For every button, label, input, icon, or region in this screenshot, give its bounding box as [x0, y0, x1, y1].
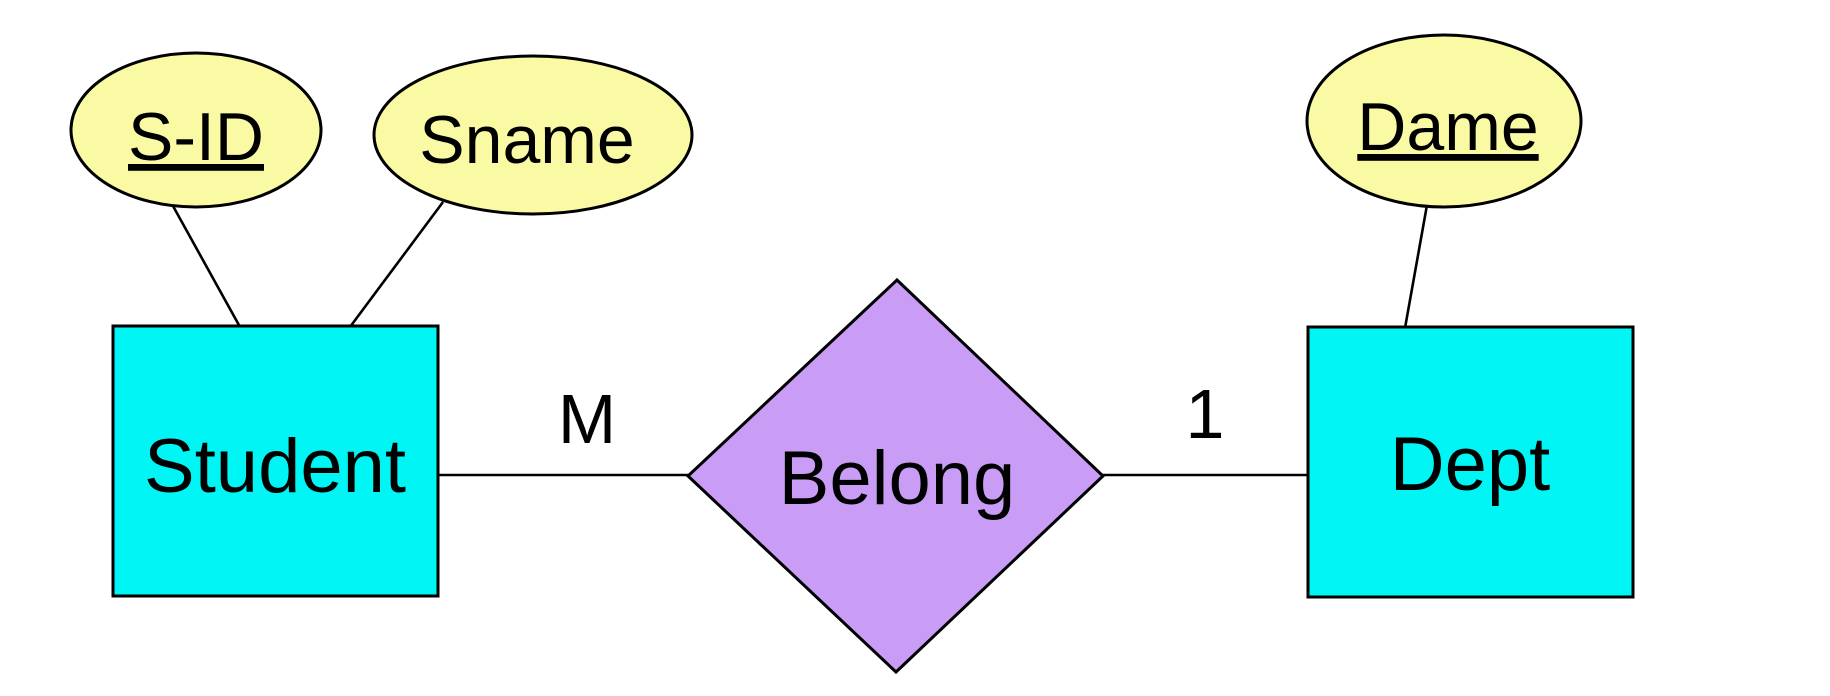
- connector-sid-student: [171, 205, 242, 328]
- attribute-ellipse-sname: [372, 54, 694, 216]
- entity-label-student: Student: [144, 424, 406, 509]
- attribute-label-dame: Dame: [1357, 89, 1538, 165]
- cardinality-label-m: M: [558, 380, 616, 458]
- entity-rect-student: [111, 324, 440, 598]
- attribute-label-sid: S-ID: [128, 99, 264, 175]
- relationship-label-belong: Belong: [779, 436, 1016, 521]
- attribute-label-sname: Sname: [419, 102, 634, 178]
- cardinality-label-1: 1: [1186, 375, 1225, 453]
- entity-label-dept: Dept: [1390, 422, 1551, 507]
- relationship-diamond-belong: [685, 277, 1106, 675]
- attribute-ellipse-dame: [1305, 33, 1583, 209]
- connector-sname-student: [348, 201, 445, 328]
- attribute-ellipse-sid: [69, 51, 323, 209]
- connector-dame-dept: [1403, 204, 1429, 329]
- connectors: [171, 201, 1429, 477]
- entity-rect-dept: [1306, 325, 1635, 599]
